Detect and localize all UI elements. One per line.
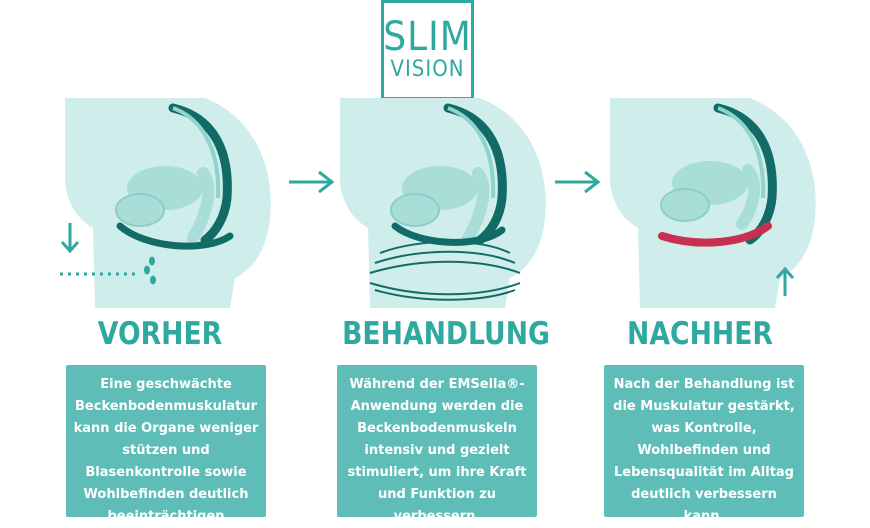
heading-treatment: BEHANDLUNG — [342, 316, 550, 352]
description-box-before: Eine geschwächte Beckenbodenmuskulatur k… — [66, 365, 266, 524]
pelvis-illustration-before — [60, 98, 271, 308]
description-box-after: Nach der Behandlung ist die Muskulatur g… — [604, 365, 804, 524]
pelvis-illustration-after — [610, 98, 816, 308]
description-treatment: Während der EMSella®-Anwendung werden di… — [347, 377, 527, 524]
description-before: Eine geschwächte Beckenbodenmuskulatur k… — [73, 377, 259, 524]
arrow-up-icon — [775, 266, 795, 296]
arrow-right-icon — [555, 170, 601, 194]
arrow-right-icon — [289, 170, 335, 194]
arrow-down-icon — [60, 223, 80, 254]
heading-after: NACHHER — [627, 316, 773, 352]
drip-icon — [144, 256, 156, 285]
pelvis-illustration-treatment — [340, 98, 546, 308]
logo-line1: SLIM — [383, 14, 472, 60]
heading-before: VORHER — [97, 316, 223, 352]
description-after: Nach der Behandlung ist die Muskulatur g… — [613, 377, 795, 524]
logo-line2: VISION — [390, 57, 465, 82]
wave-lines-icon — [369, 240, 521, 301]
description-box-treatment: Während der EMSella®-Anwendung werden di… — [337, 365, 537, 524]
slim-vision-logo: SLIM VISION — [381, 0, 474, 100]
